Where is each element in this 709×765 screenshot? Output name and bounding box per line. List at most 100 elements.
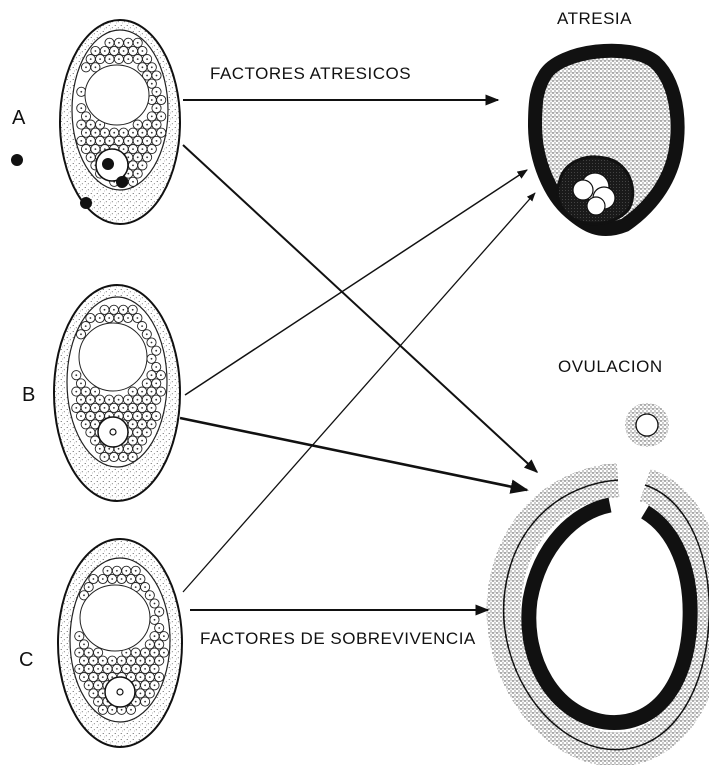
cell-nucleus	[95, 132, 97, 134]
cell-nucleus	[158, 644, 160, 646]
cell-nucleus	[144, 652, 146, 654]
cell-nucleus	[141, 440, 143, 442]
cell-nucleus	[160, 116, 162, 118]
cell-nucleus	[151, 148, 153, 150]
cell-nucleus	[118, 448, 120, 450]
cell-nucleus	[104, 132, 106, 134]
cell-nucleus	[121, 709, 123, 711]
cell-nucleus	[151, 132, 153, 134]
cell-nucleus	[88, 652, 90, 654]
cell-nucleus	[142, 165, 144, 167]
cell-nucleus	[125, 570, 127, 572]
cell-nucleus	[154, 684, 156, 686]
cell-nucleus	[104, 309, 106, 311]
cell-nucleus	[80, 383, 82, 385]
cell-nucleus	[156, 124, 158, 126]
cell-nucleus	[137, 399, 139, 401]
cell-nucleus	[156, 107, 158, 109]
follicle-b	[54, 285, 180, 501]
cell-nucleus	[97, 652, 99, 654]
cell-nucleus	[88, 668, 90, 670]
arrow-b-to-atresia	[185, 170, 527, 395]
cell-nucleus	[151, 99, 153, 101]
cell-nucleus	[141, 391, 143, 393]
cell-nucleus	[160, 99, 162, 101]
cell-nucleus	[122, 309, 124, 311]
cell-nucleus	[140, 578, 142, 580]
cell-nucleus	[88, 684, 90, 686]
cell-nucleus	[113, 50, 115, 52]
arrow-b-to-ovulation	[180, 418, 527, 490]
follicle-c	[58, 539, 182, 747]
cell-nucleus	[85, 66, 87, 68]
cell-nucleus	[154, 635, 156, 637]
cell-nucleus	[80, 399, 82, 401]
cell-nucleus	[151, 374, 153, 376]
cell-nucleus	[137, 173, 139, 175]
row-label-a: A	[12, 107, 26, 129]
cell-nucleus	[154, 603, 156, 605]
cell-nucleus	[137, 140, 139, 142]
cell-nucleus	[99, 140, 101, 142]
cell-nucleus	[85, 325, 87, 327]
cell-nucleus	[127, 448, 129, 450]
cell-nucleus	[149, 660, 151, 662]
ruptured-follicle	[504, 480, 709, 750]
row-label-b: B	[22, 384, 36, 406]
cell-nucleus	[78, 668, 80, 670]
cell-nucleus	[99, 58, 101, 60]
cell-nucleus	[132, 148, 134, 150]
cell-nucleus	[146, 399, 148, 401]
cell-nucleus	[144, 684, 146, 686]
cell-nucleus	[75, 407, 77, 409]
cell-nucleus	[90, 399, 92, 401]
bullet-dot	[11, 154, 23, 166]
arrow-a-to-ovulation	[183, 145, 537, 472]
label-survival-factors: FACTORES DE SOBREVIVENCIA	[200, 629, 476, 648]
cell-nucleus	[111, 676, 113, 678]
cell-nucleus	[90, 124, 92, 126]
cell-nucleus	[118, 415, 120, 417]
cell-nucleus	[142, 132, 144, 134]
cell-nucleus	[132, 440, 134, 442]
cell-nucleus	[95, 66, 97, 68]
cell-nucleus	[149, 676, 151, 678]
cell-nucleus	[109, 58, 111, 60]
cell-nucleus	[102, 578, 104, 580]
cell-nucleus	[104, 50, 106, 52]
cell-nucleus	[113, 309, 115, 311]
cell-nucleus	[85, 116, 87, 118]
cell-nucleus	[127, 317, 129, 319]
cell-nucleus	[154, 652, 156, 654]
cell-nucleus	[85, 132, 87, 134]
cell-nucleus	[137, 448, 139, 450]
cell-nucleus	[83, 594, 85, 596]
cell-nucleus	[90, 140, 92, 142]
cell-nucleus	[141, 325, 143, 327]
cell-nucleus	[94, 407, 96, 409]
cell-nucleus	[90, 317, 92, 319]
title-atresia: ATRESIA	[557, 9, 632, 28]
cell-nucleus	[132, 309, 134, 311]
cell-nucleus	[158, 660, 160, 662]
cell-nucleus	[144, 668, 146, 670]
cell-nucleus	[111, 578, 113, 580]
cell-nucleus	[146, 124, 148, 126]
cell-nucleus	[90, 415, 92, 417]
cell-nucleus	[116, 570, 118, 572]
cell-nucleus	[108, 317, 110, 319]
cell-nucleus	[113, 407, 115, 409]
cell-nucleus	[121, 660, 123, 662]
cell-nucleus	[93, 578, 95, 580]
cell-nucleus	[144, 701, 146, 703]
cell-nucleus	[137, 415, 139, 417]
cell-nucleus	[93, 693, 95, 695]
cell-nucleus	[132, 407, 134, 409]
cell-nucleus	[108, 399, 110, 401]
cell-nucleus	[141, 423, 143, 425]
cell-nucleus	[75, 391, 77, 393]
cell-nucleus	[137, 58, 139, 60]
cell-nucleus	[137, 42, 139, 44]
cell-nucleus	[146, 333, 148, 335]
cell-nucleus	[151, 116, 153, 118]
